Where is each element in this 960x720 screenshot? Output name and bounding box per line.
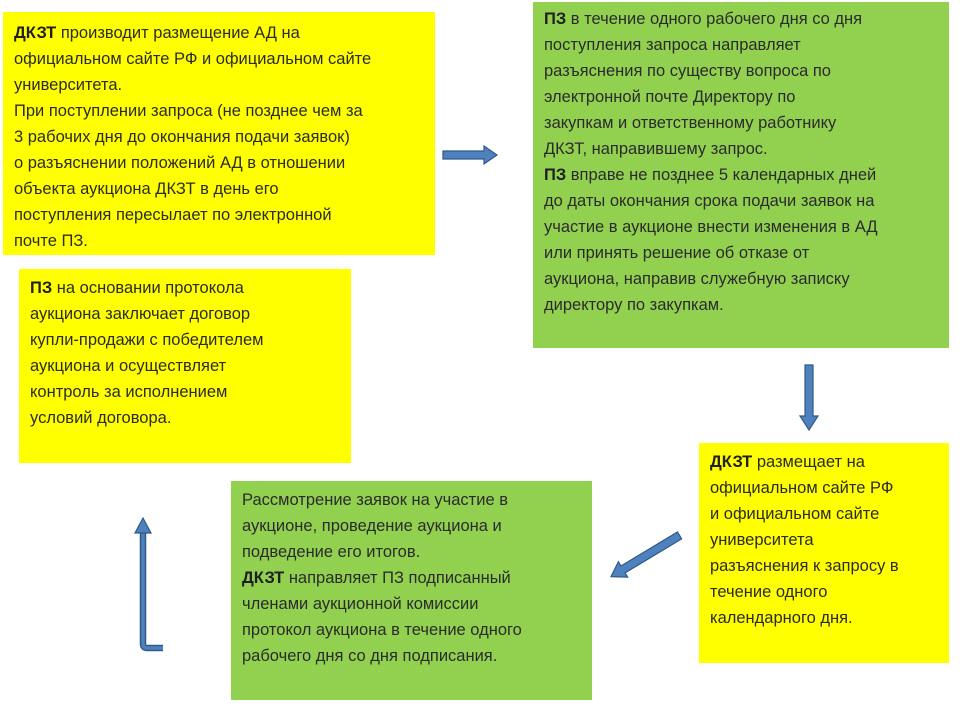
box-text: Рассмотрение заявок на участие в аукцион…: [242, 491, 508, 561]
box-text: направляет ПЗ подписанный членами аукцио…: [242, 569, 522, 665]
step-5-box: ПЗ на основании протокола аукциона заклю…: [19, 269, 351, 463]
step-2-box: ПЗ в течение одного рабочего дня со дня …: [533, 2, 949, 348]
step-3-box: ДКЗТ размещает на официальном сайте РФ и…: [699, 443, 949, 663]
role-keyword: ПЗ: [544, 10, 567, 28]
box-text: размещает на официальном сайте РФ и офиц…: [710, 453, 899, 627]
up-arrow: [139, 532, 163, 652]
role-keyword: ДКЗТ: [242, 569, 285, 587]
box-text: в течение одного рабочего дня со дня пос…: [544, 10, 863, 158]
right-arrow: [442, 144, 499, 166]
role-keyword: ДКЗТ: [710, 453, 753, 471]
box-text: вправе не позднее 5 календарных дней до …: [544, 166, 878, 314]
role-keyword: ПЗ: [544, 166, 567, 184]
down-arrow: [798, 364, 820, 432]
box-text: на основании протокола аукциона заключае…: [30, 279, 264, 427]
role-keyword: ДКЗТ: [14, 24, 57, 42]
step-4-box: Рассмотрение заявок на участие в аукцион…: [231, 481, 592, 700]
role-keyword: ПЗ: [30, 279, 53, 297]
box-text: производит размещение АД на официальном …: [14, 24, 372, 250]
down-left-arrow: [610, 531, 683, 578]
step-1-box: ДКЗТ производит размещение АД на официал…: [3, 12, 435, 255]
